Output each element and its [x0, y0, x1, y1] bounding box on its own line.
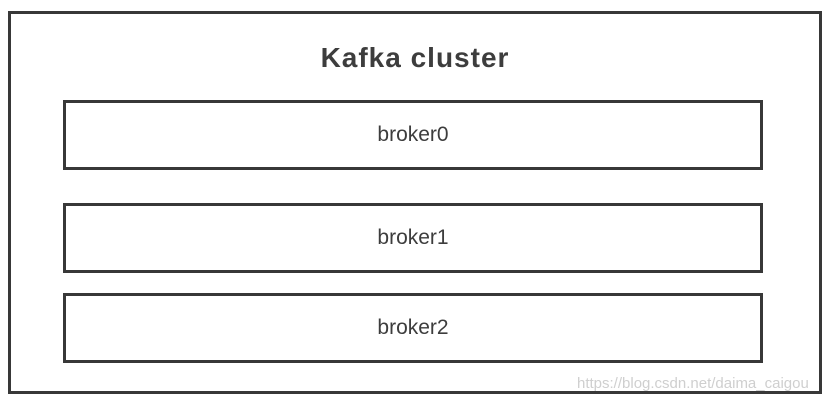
broker-box-1: broker1: [63, 203, 763, 273]
watermark-text: https://blog.csdn.net/daima_caigou: [577, 375, 809, 392]
broker-box-2: broker2: [63, 293, 763, 363]
broker0-label: broker0: [377, 123, 449, 146]
broker-box-0: broker0: [63, 100, 763, 170]
broker2-label: broker2: [377, 316, 449, 339]
kafka-cluster-box: Kafka cluster broker0 broker1 broker2: [8, 11, 822, 394]
cluster-title: Kafka cluster: [320, 42, 510, 73]
broker1-label: broker1: [377, 226, 449, 249]
